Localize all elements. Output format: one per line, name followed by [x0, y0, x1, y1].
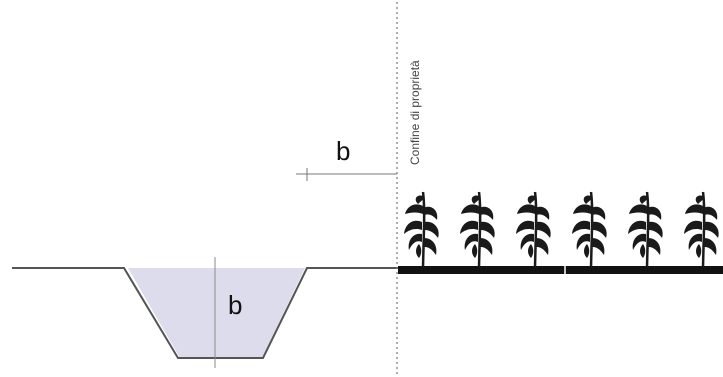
corn-plant-icon — [514, 190, 552, 269]
corn-plant-icon — [458, 190, 496, 269]
corn-plant-icon — [626, 190, 664, 269]
distance-dimension — [296, 168, 397, 181]
corn-plants-row — [402, 190, 720, 269]
corn-plant-icon — [682, 190, 720, 269]
field-ground-band — [398, 266, 723, 274]
corn-plant-icon — [570, 190, 608, 269]
ditch-fill — [128, 268, 305, 358]
distance-b-label: b — [336, 136, 350, 166]
property-boundary-label: Confine di proprietà — [408, 60, 422, 165]
ground-profile-line — [12, 267, 398, 359]
corn-plant-icon — [402, 190, 440, 269]
depth-b-label: b — [228, 290, 242, 320]
